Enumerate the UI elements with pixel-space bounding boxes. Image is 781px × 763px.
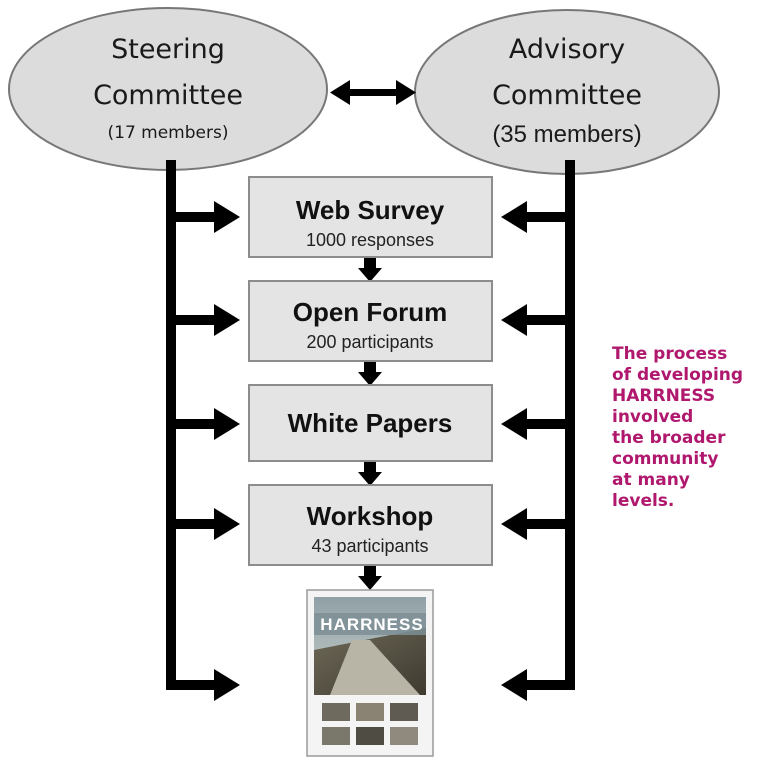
step-open-forum-subtitle: 200 participants — [306, 332, 433, 352]
report-cover: HARRNESS — [306, 589, 434, 757]
step-white-papers-title: White Papers — [288, 408, 453, 438]
step-web-survey-subtitle: 1000 responses — [306, 230, 434, 250]
report-cover-title-band — [314, 613, 426, 635]
report-cover-road — [330, 640, 420, 695]
caption-text: The process of developing HARRNESS invol… — [612, 344, 744, 511]
connector-forum-to-papers — [358, 360, 382, 386]
step-white-papers-box — [248, 384, 493, 462]
step-web-survey: Web Survey 1000 responses — [248, 176, 493, 258]
step-open-forum: Open Forum 200 participants — [248, 280, 493, 362]
steering-committee-count: (17 members) — [108, 123, 229, 143]
right-arrow-workshop — [501, 508, 575, 540]
step-workshop-title: Workshop — [307, 501, 434, 531]
step-workshop-subtitle: 43 participants — [311, 536, 428, 556]
report-cover-photo-1 — [322, 703, 350, 721]
step-white-papers: White Papers — [248, 384, 493, 462]
report-cover-photo-6 — [390, 727, 418, 745]
advisory-committee-count: (35 members) — [492, 121, 641, 148]
right-arrow-web-survey — [501, 201, 575, 233]
step-workshop-box — [248, 484, 493, 566]
report-cover-photo-5 — [356, 727, 384, 745]
steering-committee-line1: Steering — [111, 34, 225, 65]
advisory-committee-line1: Advisory — [509, 34, 625, 65]
right-arrow-white-papers — [501, 408, 575, 440]
step-web-survey-title: Web Survey — [296, 195, 445, 225]
left-branch-arrows — [166, 201, 240, 701]
connector-survey-to-forum — [358, 256, 382, 282]
steering-committee: Steering Committee (17 members) — [8, 7, 328, 171]
left-arrow-white-papers — [166, 408, 240, 440]
right-branch-arrows — [501, 201, 575, 701]
left-arrow-workshop — [166, 508, 240, 540]
advisory-committee: Advisory Committee (35 members) — [414, 9, 720, 175]
connector-papers-to-workshop — [358, 460, 382, 486]
step-workshop: Workshop 43 participants — [248, 484, 493, 566]
advisory-committee-line2: Committee — [492, 80, 642, 111]
connector-workshop-to-report — [358, 564, 382, 590]
steering-committee-line2: Committee — [93, 80, 243, 111]
right-arrow-open-forum — [501, 304, 575, 336]
left-arrow-report — [166, 669, 240, 701]
left-arrow-open-forum — [166, 304, 240, 336]
report-cover-title: HARRNESS — [320, 615, 423, 634]
report-cover-photo-4 — [322, 727, 350, 745]
left-arrow-web-survey — [166, 201, 240, 233]
step-web-survey-box — [248, 176, 493, 258]
report-cover-photo-3 — [390, 703, 418, 721]
committee-link-arrow — [330, 80, 416, 105]
right-arrow-report — [501, 669, 575, 701]
step-open-forum-title: Open Forum — [293, 297, 448, 327]
step-open-forum-box — [248, 280, 493, 362]
report-cover-photo-2 — [356, 703, 384, 721]
step-connectors — [358, 256, 382, 590]
